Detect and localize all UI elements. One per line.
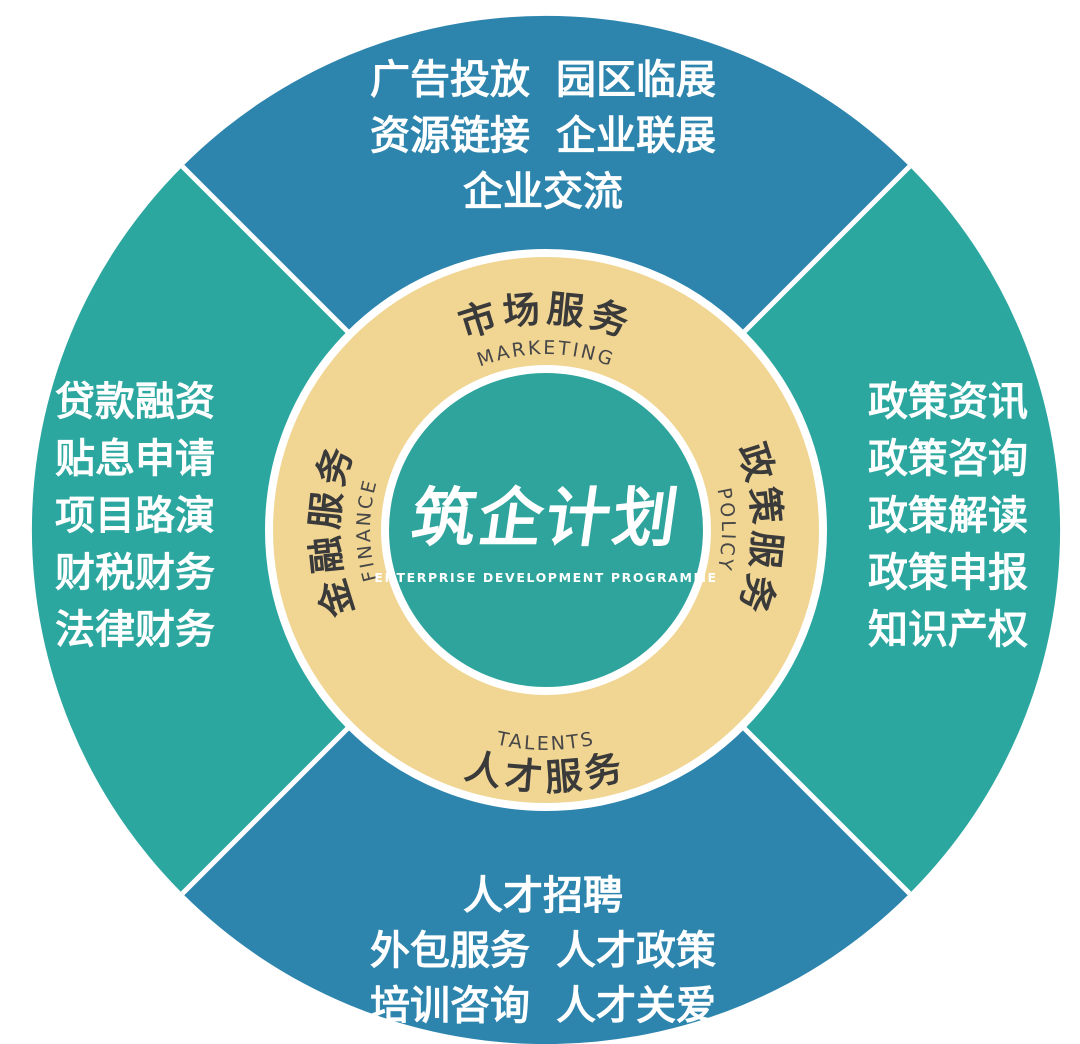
hub-circle (381, 365, 711, 695)
talents-service-line: 培训咨询 人才关爱 (370, 983, 716, 1029)
marketing-services-list: 广告投放 园区临展 资源链接 企业联展 企业交流 (6, 52, 1080, 220)
finance-service-line: 项目路演 (55, 493, 215, 539)
finance-services-list: 贷款融资 贴息申请 项目路演 财税财务 法律财务 (55, 374, 215, 659)
marketing-service-line: 企业交流 (463, 169, 623, 215)
marketing-service-line: 资源链接 企业联展 (370, 113, 716, 159)
finance-service-line: 法律财务 (55, 607, 215, 653)
finance-service-line: 财税财务 (55, 550, 215, 596)
hub-tagline: ENTERPRISE DEVELOPMENT PROGRAMME (374, 570, 718, 586)
talents-service-line: 人才招聘 (463, 873, 623, 919)
policy-service-line: 政策咨询 (868, 436, 1028, 482)
hub-logo-text: 筑企计划 (406, 482, 686, 556)
finance-service-line: 贷款融资 (55, 379, 215, 425)
policy-service-line: 政策解读 (868, 493, 1028, 539)
talents-service-line: 外包服务 人才政策 (370, 928, 716, 974)
policy-services-list: 政策资讯 政策咨询 政策解读 政策申报 知识产权 (868, 374, 1028, 659)
talents-services-list: 人才招聘 外包服务 人才政策 培训咨询 人才关爱 (6, 869, 1080, 1034)
policy-service-line: 知识产权 (868, 607, 1028, 653)
policy-service-line: 政策申报 (868, 550, 1028, 596)
hub-content: 筑企计划 ENTERPRISE DEVELOPMENT PROGRAMME (246, 482, 846, 586)
policy-service-line: 政策资讯 (868, 379, 1028, 425)
finance-service-line: 贴息申请 (55, 436, 215, 482)
marketing-service-line: 广告投放 园区临展 (370, 57, 716, 103)
